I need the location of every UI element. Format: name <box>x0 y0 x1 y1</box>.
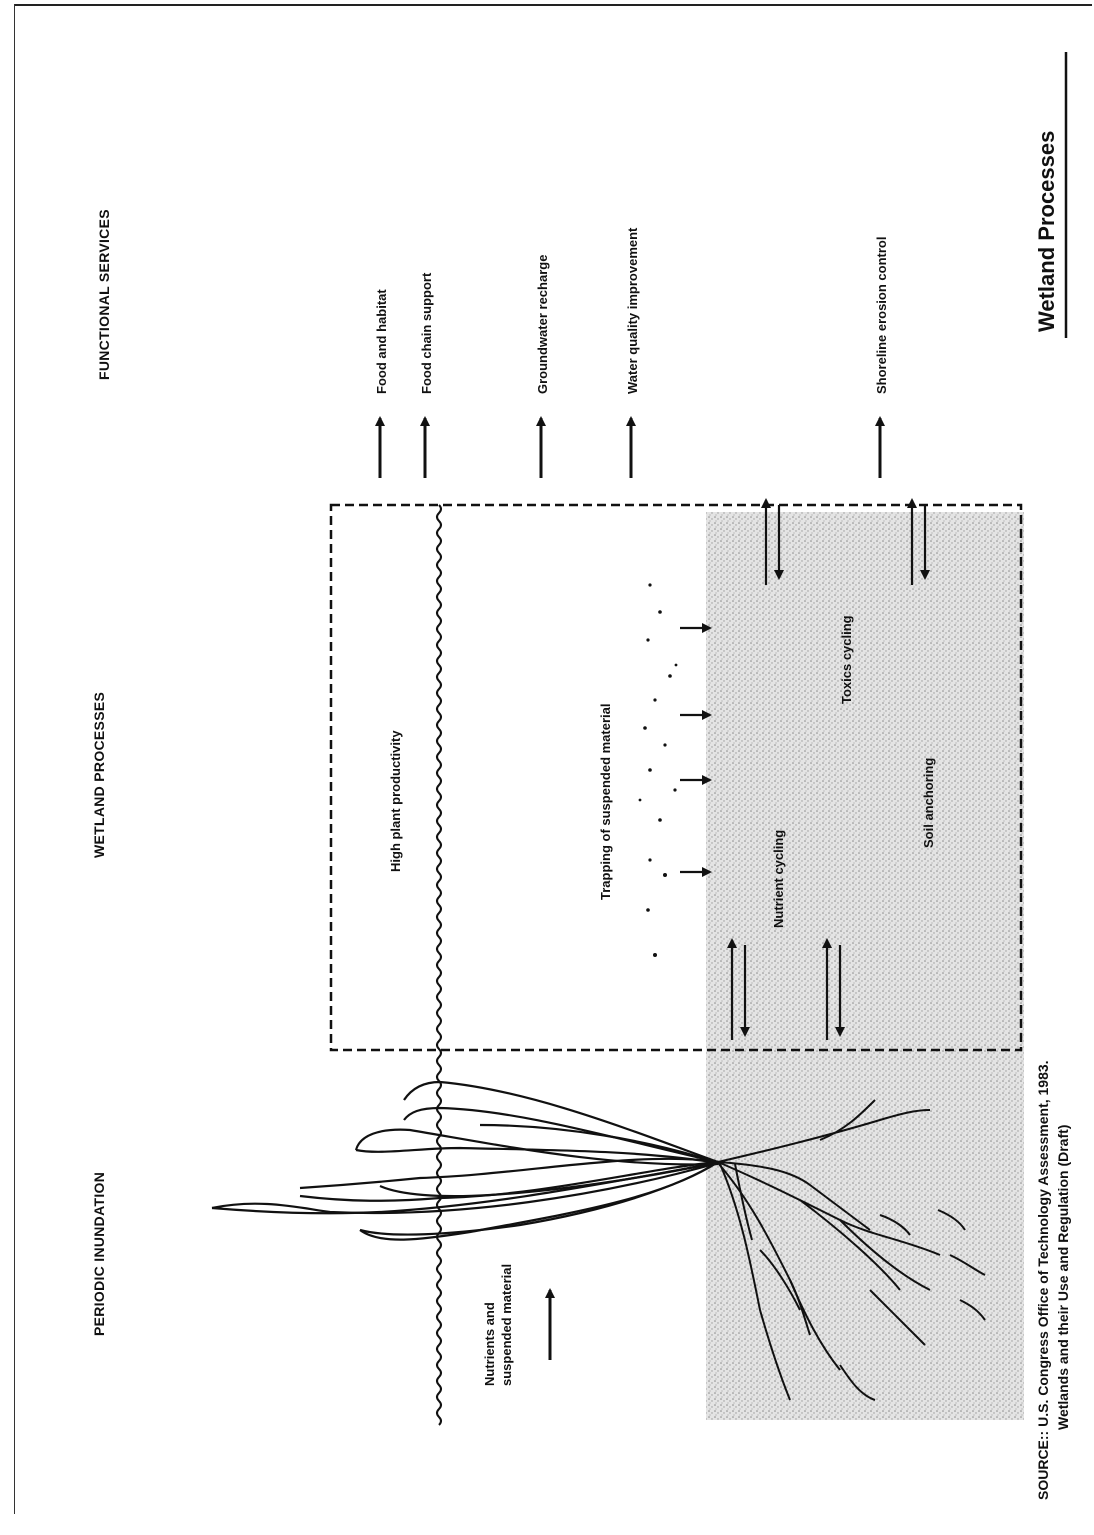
page-title: Wetland Processes <box>1036 131 1058 332</box>
process-toxics-cycling: Toxics cycling <box>840 615 853 704</box>
inflow-label-line1: Nutrients and <box>483 1302 496 1386</box>
process-high-plant-productivity: High plant productivity <box>389 730 402 872</box>
inflow-label-line2: suspended material <box>500 1264 513 1386</box>
source-citation-line2: Wetlands and their Use and Regulation (D… <box>1056 1125 1070 1430</box>
heading-periodic-inundation: PERIODIC INUNDATION <box>92 1172 106 1336</box>
service-groundwater-recharge: Groundwater recharge <box>536 255 549 394</box>
service-food-and-habitat: Food and habitat <box>375 289 388 394</box>
plant-shoots <box>212 1082 718 1240</box>
heading-functional-services: FUNCTIONAL SERVICES <box>97 209 111 380</box>
service-shoreline-erosion-control: Shoreline erosion control <box>875 237 888 394</box>
water-surface-line <box>437 505 441 1425</box>
suspended-particles <box>639 583 678 957</box>
settling-arrows <box>680 628 710 872</box>
process-nutrient-cycling: Nutrient cycling <box>772 830 785 928</box>
heading-wetland-processes: WETLAND PROCESSES <box>92 692 106 858</box>
process-soil-anchoring: Soil anchoring <box>922 758 935 848</box>
service-water-quality-improvement: Water quality improvement <box>626 228 639 394</box>
service-food-chain-support: Food chain support <box>420 273 433 394</box>
process-trapping: Trapping of suspended material <box>599 704 612 900</box>
service-arrows <box>380 418 880 478</box>
source-citation-line1: SOURCE:: U.S. Congress Office of Technol… <box>1036 1060 1050 1500</box>
